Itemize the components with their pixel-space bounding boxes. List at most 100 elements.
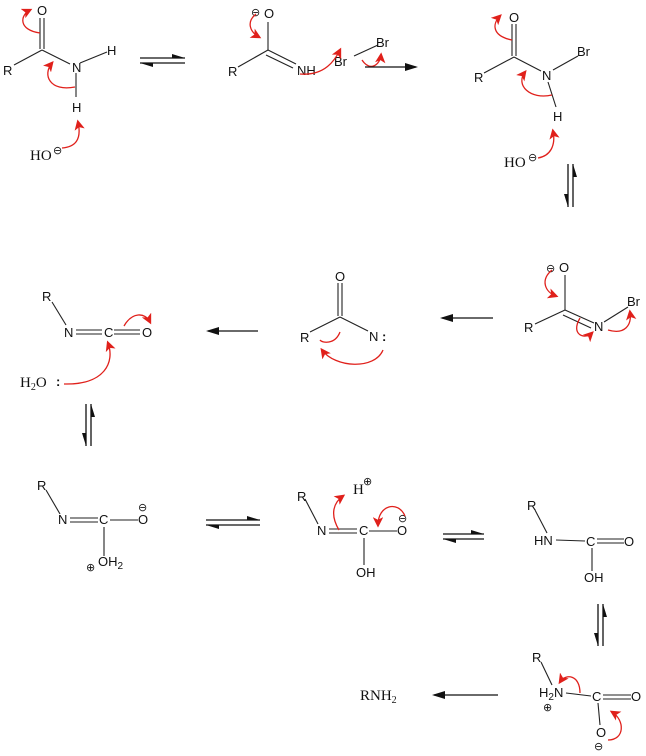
atom-label: R <box>524 320 533 335</box>
reaction-arrow <box>206 327 258 335</box>
atom-label: O <box>138 512 148 527</box>
atom-label: H <box>553 109 562 124</box>
electron-arrow <box>20 8 41 34</box>
atom-label: N <box>542 68 551 83</box>
atom-label: O <box>37 3 47 18</box>
electron-arrow <box>607 710 622 741</box>
hydroxide-label: HO <box>30 148 52 164</box>
equilibrium-arrow <box>206 516 260 529</box>
atom-label: R <box>42 289 51 304</box>
acyl-nitrene-structure: O R N : <box>300 269 386 365</box>
electron-arrow <box>320 347 384 365</box>
electron-arrow <box>299 47 342 75</box>
atom-label: H <box>72 100 81 115</box>
atom-label: C <box>586 534 595 549</box>
electron-arrow <box>537 128 560 159</box>
atom-label: N <box>58 512 67 527</box>
n-bromoamide-anion-structure: ⊖ O R N Br <box>524 260 641 343</box>
carbamic-acid-structure: R HN C O OH <box>527 498 634 585</box>
atom-label: OH <box>356 565 376 580</box>
atom-label: O <box>142 325 152 340</box>
electron-arrow <box>249 13 262 39</box>
atom-label: R <box>300 330 309 345</box>
lone-pair: : <box>56 374 60 389</box>
electron-arrow <box>61 119 85 149</box>
electron-arrow <box>361 52 386 67</box>
electron-arrow <box>490 14 513 41</box>
atom-label: R <box>297 489 306 504</box>
electron-arrow <box>43 61 76 89</box>
reaction-arrow <box>440 314 493 322</box>
positive-charge: ⊕ <box>363 475 372 488</box>
atom-label: R <box>474 70 483 85</box>
atom-label: Br <box>577 44 591 59</box>
reaction-arrow <box>365 63 418 71</box>
atom-label: R <box>532 650 541 665</box>
atom-label: OH <box>584 570 604 585</box>
negative-charge: ⊖ <box>528 151 537 164</box>
isocyanate-structure: R N C O H2O : <box>20 289 152 393</box>
atom-label: C <box>359 523 368 538</box>
atom-label: Br <box>627 294 641 309</box>
atom-label: HN <box>534 533 553 548</box>
positive-charge: ⊕ <box>543 701 552 714</box>
product-amine: RNH2 <box>360 688 397 706</box>
atom-label: O <box>559 260 569 275</box>
electron-arrow <box>544 269 559 299</box>
electron-arrow <box>372 505 406 528</box>
atom-label: C <box>104 325 113 340</box>
equilibrium-arrow-vertical <box>564 164 577 207</box>
reaction-arrow <box>432 691 498 699</box>
amide-structure: O R N H H HO ⊖ <box>3 3 116 164</box>
electron-arrow <box>123 312 152 327</box>
atom-label: O <box>596 725 606 740</box>
electron-arrow <box>558 672 581 694</box>
negative-charge: ⊖ <box>398 512 407 525</box>
atom-label: C <box>592 689 601 704</box>
electron-arrow <box>607 309 637 332</box>
positive-charge: ⊕ <box>86 561 95 574</box>
electron-arrow <box>63 340 116 385</box>
equilibrium-arrow-vertical <box>594 604 607 646</box>
proton-label: H <box>353 482 364 498</box>
atom-label: NH <box>297 63 316 78</box>
atom-label: O <box>509 10 519 25</box>
atom-label: O <box>624 534 634 549</box>
imidate-structure: ⊖ O R NH Br Br <box>228 6 390 79</box>
atom-label: N <box>594 319 603 334</box>
imidic-acid-structure: H ⊕ R N C O ⊖ OH <box>297 475 407 580</box>
atom-label: R <box>3 63 12 78</box>
electron-arrow <box>319 331 341 343</box>
atom-label: O <box>264 6 274 21</box>
atom-label: O <box>631 689 641 704</box>
atom-label: N <box>64 325 73 340</box>
equilibrium-arrow <box>443 530 484 543</box>
atom-label: C <box>99 512 108 527</box>
negative-charge: ⊖ <box>594 740 603 753</box>
atom-label: N <box>369 329 378 344</box>
atom-label: N <box>317 523 326 538</box>
atom-label: OH2 <box>98 554 124 572</box>
hydroxide-label: HO <box>504 155 526 171</box>
equilibrium-arrow-vertical <box>82 404 95 446</box>
atom-label: R <box>228 64 237 79</box>
atom-label: H2N <box>539 685 563 703</box>
electron-arrow <box>516 69 553 97</box>
atom-label: O <box>397 523 407 538</box>
negative-charge: ⊖ <box>138 501 147 514</box>
atom-label: N <box>72 60 81 75</box>
negative-charge: ⊖ <box>251 6 260 19</box>
lone-pair: : <box>382 329 386 344</box>
water-label: H2O <box>20 375 47 393</box>
atom-label: O <box>335 269 345 284</box>
negative-charge: ⊖ <box>53 144 62 157</box>
negative-charge: ⊖ <box>546 262 555 275</box>
zwitterion-structure: R N C O ⊖ OH2 ⊕ <box>37 478 148 574</box>
atom-label: Br <box>376 35 390 50</box>
equilibrium-arrow <box>140 54 185 67</box>
atom-label: R <box>527 498 536 513</box>
atom-label: H <box>107 43 116 58</box>
electron-arrow <box>333 494 346 531</box>
